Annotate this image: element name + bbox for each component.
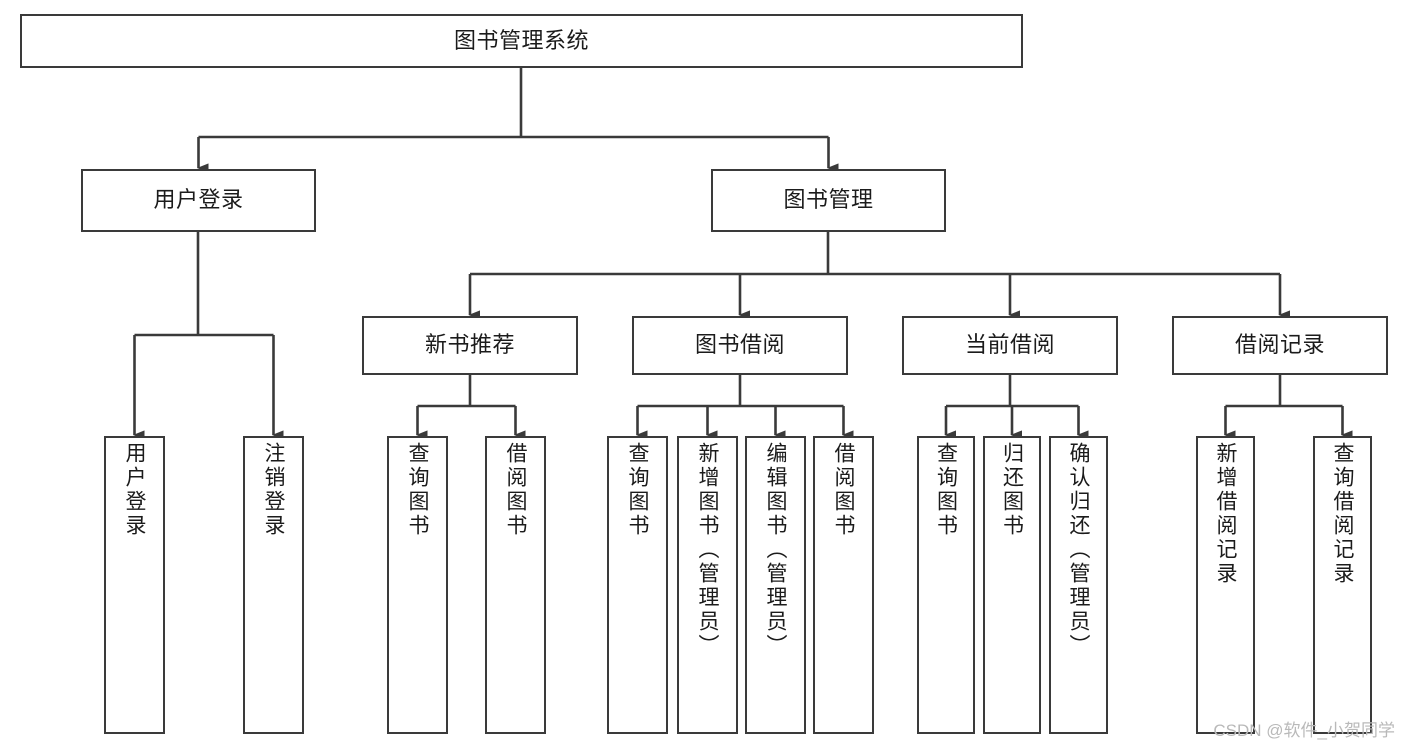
node-leaf-add-book[interactable]: 新增图书（管理员）: [677, 436, 738, 734]
node-label: 图书管理: [783, 187, 874, 213]
node-label: 查询借阅记录: [1331, 442, 1354, 586]
node-label: 查询图书: [934, 442, 958, 538]
node-leaf-return-book[interactable]: 归还图书: [983, 436, 1041, 734]
node-user-login[interactable]: 用户登录: [81, 169, 316, 232]
node-leaf-query-record[interactable]: 查询借阅记录: [1313, 436, 1372, 734]
node-label: 新增借阅记录: [1214, 442, 1237, 586]
node-label: 编辑图书（管理员）: [764, 442, 787, 658]
node-label: 确认归还（管理员）: [1067, 442, 1090, 658]
node-leaf-edit-book[interactable]: 编辑图书（管理员）: [745, 436, 806, 734]
node-leaf-add-record[interactable]: 新增借阅记录: [1196, 436, 1255, 734]
node-leaf-query-book-3[interactable]: 查询图书: [917, 436, 975, 734]
node-label: 注销登录: [262, 442, 285, 538]
node-leaf-user-login[interactable]: 用户登录: [104, 436, 165, 734]
node-label: 新增图书（管理员）: [696, 442, 719, 658]
node-leaf-borrow-book-2[interactable]: 借阅图书: [813, 436, 874, 734]
node-label: 图书借阅: [694, 332, 785, 358]
node-leaf-query-book-1[interactable]: 查询图书: [387, 436, 448, 734]
node-leaf-query-book-2[interactable]: 查询图书: [607, 436, 668, 734]
node-borrow-record[interactable]: 借阅记录: [1172, 316, 1388, 375]
node-label: 借阅图书: [504, 442, 527, 538]
node-label: 借阅图书: [832, 442, 855, 538]
node-label: 查询图书: [626, 442, 649, 538]
node-label: 新书推荐: [424, 332, 515, 358]
node-leaf-confirm-return[interactable]: 确认归还（管理员）: [1049, 436, 1108, 734]
node-new-book-rec[interactable]: 新书推荐: [362, 316, 578, 375]
node-book-manage[interactable]: 图书管理: [711, 169, 946, 232]
node-current-borrow[interactable]: 当前借阅: [902, 316, 1118, 375]
node-book-borrow[interactable]: 图书借阅: [632, 316, 848, 375]
node-label: 用户登录: [123, 442, 146, 538]
node-label: 查询图书: [406, 442, 429, 538]
node-leaf-borrow-book-1[interactable]: 借阅图书: [485, 436, 546, 734]
node-label: 图书管理系统: [453, 27, 589, 53]
node-label: 归还图书: [1000, 442, 1024, 538]
node-label: 当前借阅: [964, 332, 1055, 358]
node-root[interactable]: 图书管理系统: [20, 14, 1023, 68]
node-label: 借阅记录: [1234, 332, 1325, 358]
node-leaf-logout[interactable]: 注销登录: [243, 436, 304, 734]
node-label: 用户登录: [153, 187, 244, 213]
csdn-watermark: CSDN @软件_小贺同学: [1213, 721, 1395, 740]
